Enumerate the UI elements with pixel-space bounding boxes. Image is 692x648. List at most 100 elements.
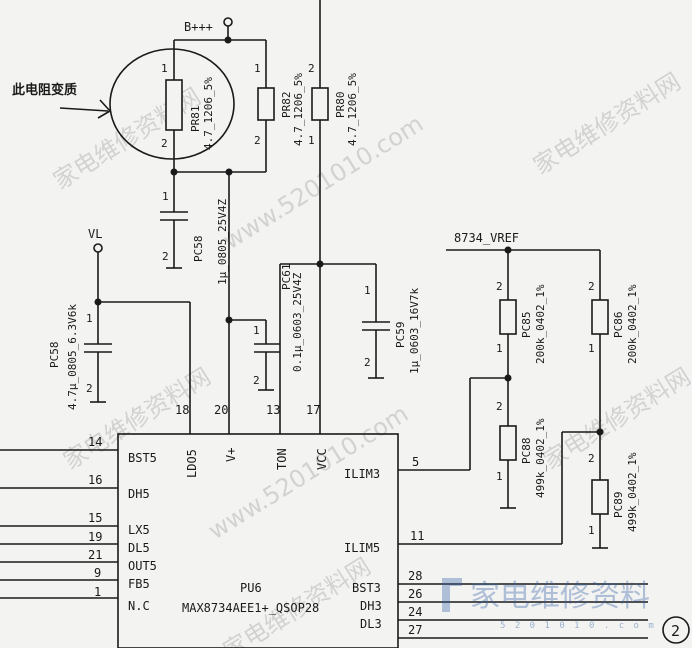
pin-number: 24 xyxy=(408,605,422,619)
pin-number: 20 xyxy=(214,403,228,417)
pin-name: DH3 xyxy=(360,599,382,613)
pin-number: 13 xyxy=(266,403,280,417)
annotation-arrowhead xyxy=(97,99,112,119)
pin-name: BST3 xyxy=(352,581,381,595)
junction-dot xyxy=(504,374,512,382)
pin-number: 1 xyxy=(253,324,260,337)
resistor-ref: PR80 xyxy=(334,92,347,119)
resistor-pc89 xyxy=(591,479,609,515)
pin-number: 2 xyxy=(588,452,595,465)
pin-number: 18 xyxy=(175,403,189,417)
capacitor-value: 0.1μ_0603_25V4Z xyxy=(291,272,304,372)
pin-number: 1 xyxy=(254,62,261,75)
pin-number: 1 xyxy=(588,524,595,537)
pin-number: 1 xyxy=(94,585,101,599)
watermark-url: www.5201010.com xyxy=(203,399,413,545)
pin-number: 2 xyxy=(86,382,93,395)
capacitor-ref: PC58 xyxy=(192,236,205,263)
resistor-pc88 xyxy=(499,425,517,461)
capacitor-value: 4.7μ_0805_6.3V6k xyxy=(66,304,79,410)
pin-number: 2 xyxy=(364,356,371,369)
pin-name: OUT5 xyxy=(128,559,157,573)
logo-url: 5 2 0 1 0 1 0 . c o m xyxy=(500,621,656,631)
pin-number: 9 xyxy=(94,566,101,580)
resistor-pr80 xyxy=(311,87,329,121)
net-label-bplus: B+++ xyxy=(184,20,213,34)
capacitor-value: 1μ_0805_25V4Z xyxy=(216,199,229,285)
pin-number: 2 xyxy=(162,250,169,263)
annotation-circle xyxy=(109,48,235,160)
pin-number: 16 xyxy=(88,473,102,487)
pin-number: 2 xyxy=(588,280,595,293)
pin-number: 28 xyxy=(408,569,422,583)
resistor-pc86 xyxy=(591,299,609,335)
pin-name: VCC xyxy=(315,448,329,470)
net-label-vl: VL xyxy=(88,227,102,241)
pin-number: 2 xyxy=(308,62,315,75)
resistor-ref: PC89 xyxy=(612,492,625,519)
resistor-ref: PC85 xyxy=(520,312,533,339)
pin-number: 1 xyxy=(161,62,168,75)
pin-name: ILIM3 xyxy=(344,467,380,481)
pin-name: DL3 xyxy=(360,617,382,631)
pin-number: 5 xyxy=(412,455,419,469)
resistor-value: 4.7_1206_5% xyxy=(346,73,359,146)
logo-text: 家电维修资料 xyxy=(470,579,650,614)
pin-number: 19 xyxy=(88,530,102,544)
pin-number: 1 xyxy=(588,342,595,355)
pin-number: 15 xyxy=(88,511,102,525)
resistor-ref: PC88 xyxy=(520,438,533,465)
pin-number: 27 xyxy=(408,623,422,637)
pin-number: 2 xyxy=(496,400,503,413)
pin-number: 2 xyxy=(254,134,261,147)
page-number: 2 xyxy=(671,622,680,640)
junction-dot xyxy=(224,36,232,44)
capacitor-ref: PC61 xyxy=(280,264,293,291)
resistor-ref: PR81 xyxy=(189,106,202,133)
pin-name: N.C xyxy=(128,599,150,613)
pin-number: 1 xyxy=(162,190,169,203)
capacitor-ref: PC58 xyxy=(48,342,61,369)
pin-number: 2 xyxy=(253,374,260,387)
pin-number: 1 xyxy=(364,284,371,297)
resistor-value: 499k_0402_1% xyxy=(534,418,547,498)
pin-number: 11 xyxy=(410,529,424,543)
pin-name: FB5 xyxy=(128,577,150,591)
vl-terminal xyxy=(93,243,103,253)
logo-mark xyxy=(442,578,462,612)
net-label-vref: 8734_VREF xyxy=(454,231,519,245)
resistor-pc85 xyxy=(499,299,517,335)
pin-number: 2 xyxy=(496,280,503,293)
resistor-ref: PR82 xyxy=(280,92,293,119)
resistor-value: 200k_0402_1% xyxy=(626,284,639,364)
annotation-arrow xyxy=(59,107,109,112)
resistor-pr81 xyxy=(165,79,183,131)
pin-number: 17 xyxy=(306,403,320,417)
junction-dot xyxy=(596,428,604,436)
pin-number: 26 xyxy=(408,587,422,601)
resistor-value: 499k_0402_1% xyxy=(626,452,639,532)
pin-number: 21 xyxy=(88,548,102,562)
annotation-label: 此电阻变质 xyxy=(12,82,77,98)
pin-name: DH5 xyxy=(128,487,150,501)
pin-number: 2 xyxy=(161,137,168,150)
pin-name: DL5 xyxy=(128,541,150,555)
resistor-pr82 xyxy=(257,87,275,121)
resistor-ref: PC86 xyxy=(612,312,625,339)
pin-number: 1 xyxy=(496,470,503,483)
page-number-circle xyxy=(662,616,690,644)
ic-part: MAX8734AEE1+_QSOP28 xyxy=(182,601,319,615)
resistor-value: 200k_0402_1% xyxy=(534,284,547,364)
pin-name: LDO5 xyxy=(185,449,199,478)
pin-number: 1 xyxy=(496,342,503,355)
capacitor-value: 1μ_0603_16V7k xyxy=(408,288,421,374)
pin-number: 1 xyxy=(308,134,315,147)
bplus-terminal xyxy=(223,17,233,27)
pin-name: ILIM5 xyxy=(344,541,380,555)
watermark-text: 家电维修资料网 xyxy=(528,67,685,180)
pin-name: TON xyxy=(275,448,289,470)
watermark-url: www.5201010.com xyxy=(218,109,428,255)
pin-number: 1 xyxy=(86,312,93,325)
pin-name: BST5 xyxy=(128,451,157,465)
